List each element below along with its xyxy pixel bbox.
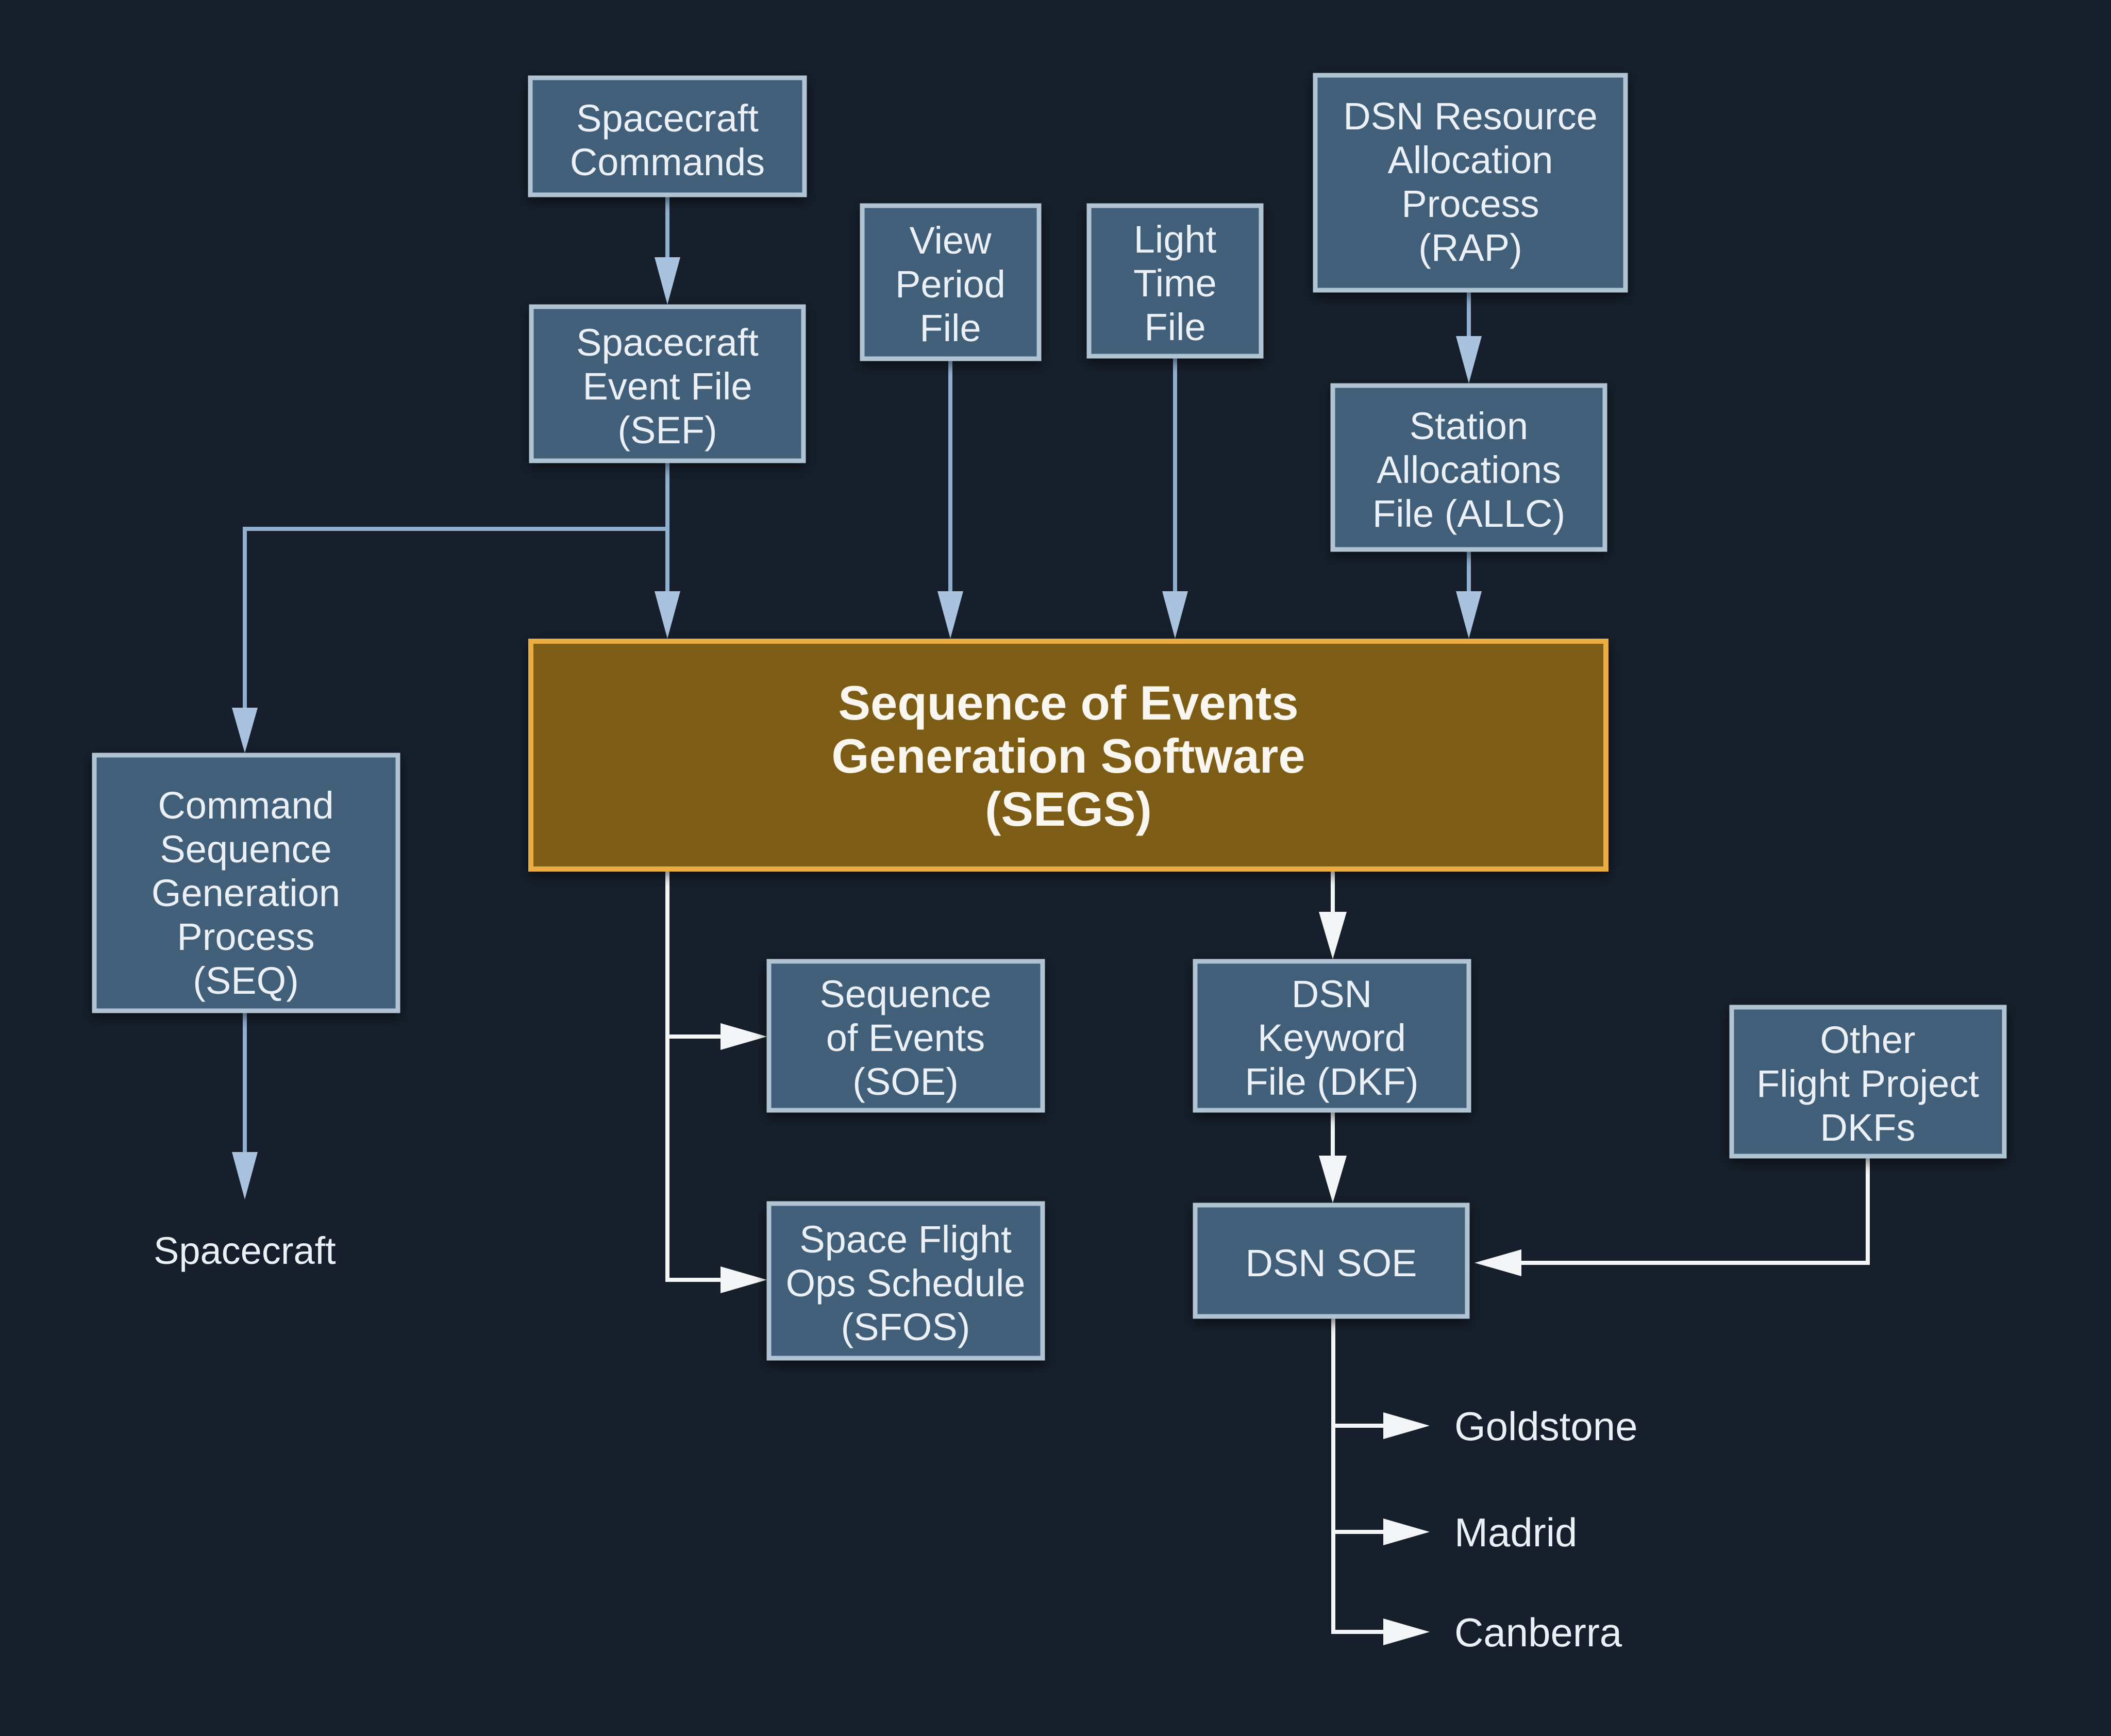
svg-text:Command: Command (158, 784, 333, 827)
svg-text:Madrid: Madrid (1454, 1510, 1577, 1555)
svg-text:(SFOS): (SFOS) (841, 1306, 970, 1348)
svg-text:Sequence: Sequence (819, 973, 991, 1015)
svg-text:Canberra: Canberra (1454, 1610, 1622, 1655)
svg-text:Event File: Event File (582, 365, 752, 408)
svg-text:File (DKF): File (DKF) (1245, 1060, 1418, 1103)
svg-text:File (ALLC): File (ALLC) (1372, 492, 1565, 535)
svg-text:Allocations: Allocations (1377, 448, 1561, 491)
svg-text:Spacecraft: Spacecraft (576, 97, 759, 140)
svg-text:Flight Project: Flight Project (1756, 1062, 1979, 1105)
svg-text:View: View (909, 219, 992, 262)
svg-text:Keyword: Keyword (1258, 1016, 1406, 1059)
svg-text:File: File (1144, 306, 1205, 348)
svg-text:Station: Station (1410, 405, 1528, 447)
svg-text:DSN: DSN (1292, 973, 1372, 1015)
svg-text:(SEQ): (SEQ) (193, 959, 299, 1002)
svg-text:(SOE): (SOE) (852, 1060, 959, 1103)
svg-text:File: File (919, 307, 981, 349)
svg-text:Sequence of Events: Sequence of Events (838, 676, 1298, 730)
svg-text:DSN SOE: DSN SOE (1245, 1242, 1417, 1284)
svg-text:Generation: Generation (152, 872, 340, 914)
svg-text:Space Flight: Space Flight (799, 1218, 1012, 1261)
svg-text:Other: Other (1820, 1019, 1915, 1061)
svg-text:(SEGS): (SEGS) (985, 782, 1152, 836)
svg-text:of Events: of Events (826, 1016, 985, 1059)
svg-text:(RAP): (RAP) (1418, 226, 1522, 269)
svg-text:Process: Process (1401, 182, 1539, 225)
svg-text:Process: Process (177, 915, 314, 958)
svg-text:DKFs: DKFs (1820, 1106, 1916, 1149)
svg-text:DSN Resource: DSN Resource (1343, 95, 1598, 138)
svg-text:Generation Software: Generation Software (831, 729, 1305, 783)
svg-text:Spacecraft: Spacecraft (154, 1229, 336, 1272)
svg-text:Spacecraft: Spacecraft (576, 321, 759, 364)
svg-text:Time: Time (1133, 262, 1217, 305)
svg-text:Period: Period (895, 263, 1006, 306)
svg-text:Light: Light (1134, 218, 1217, 261)
svg-text:Allocation: Allocation (1388, 139, 1553, 181)
svg-text:Sequence: Sequence (160, 828, 331, 871)
svg-text:Commands: Commands (570, 141, 765, 183)
svg-text:Goldstone: Goldstone (1454, 1404, 1638, 1449)
svg-text:(SEF): (SEF) (617, 409, 717, 452)
svg-text:Ops Schedule: Ops Schedule (786, 1262, 1026, 1305)
